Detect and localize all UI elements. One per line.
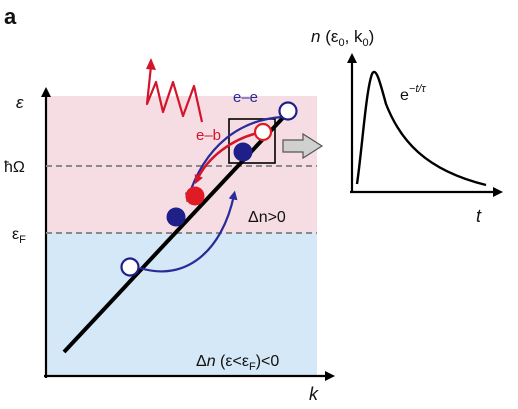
hole-state-top xyxy=(278,101,298,121)
boson-wave xyxy=(145,65,204,123)
inset-curve-label: e−t/τ xyxy=(400,83,426,104)
lower-region xyxy=(46,233,317,376)
energy-axis-label: ε xyxy=(16,93,24,112)
inset-x-label: t xyxy=(476,206,482,226)
zoom-box xyxy=(228,118,276,164)
hole-state-red xyxy=(253,122,273,142)
zoom-arrow xyxy=(282,132,324,160)
inset-y-label: n (ε0, k0) xyxy=(311,27,374,49)
hole-state-bottom xyxy=(120,257,140,277)
electron-state-middle xyxy=(166,207,186,227)
delta-n-positive-label: Δn>0 xyxy=(248,209,286,226)
inset-decay-curve xyxy=(355,70,487,187)
electron-state-zoom xyxy=(233,142,253,162)
momentum-axis-label: k xyxy=(309,384,319,404)
e-b-label: e–b xyxy=(196,127,221,144)
electron-state-red xyxy=(185,186,205,206)
e-e-label: e–e xyxy=(233,89,258,106)
e-e-arrow-upper xyxy=(185,115,283,203)
e-e-arrow-lower xyxy=(139,190,238,273)
dispersion-line xyxy=(62,105,295,354)
delta-n-negative-label: Δn (ε<εF)<0 xyxy=(196,353,279,373)
boson-wave-arrowhead xyxy=(146,58,156,70)
fermi-energy-label: εF xyxy=(12,226,26,246)
e-b-arrow xyxy=(194,130,263,185)
panel-label: a xyxy=(4,4,17,29)
inset-plot: n (ε0, k0) t e−t/τ xyxy=(311,27,503,226)
hbar-omega-label: ħΩ xyxy=(4,159,25,176)
